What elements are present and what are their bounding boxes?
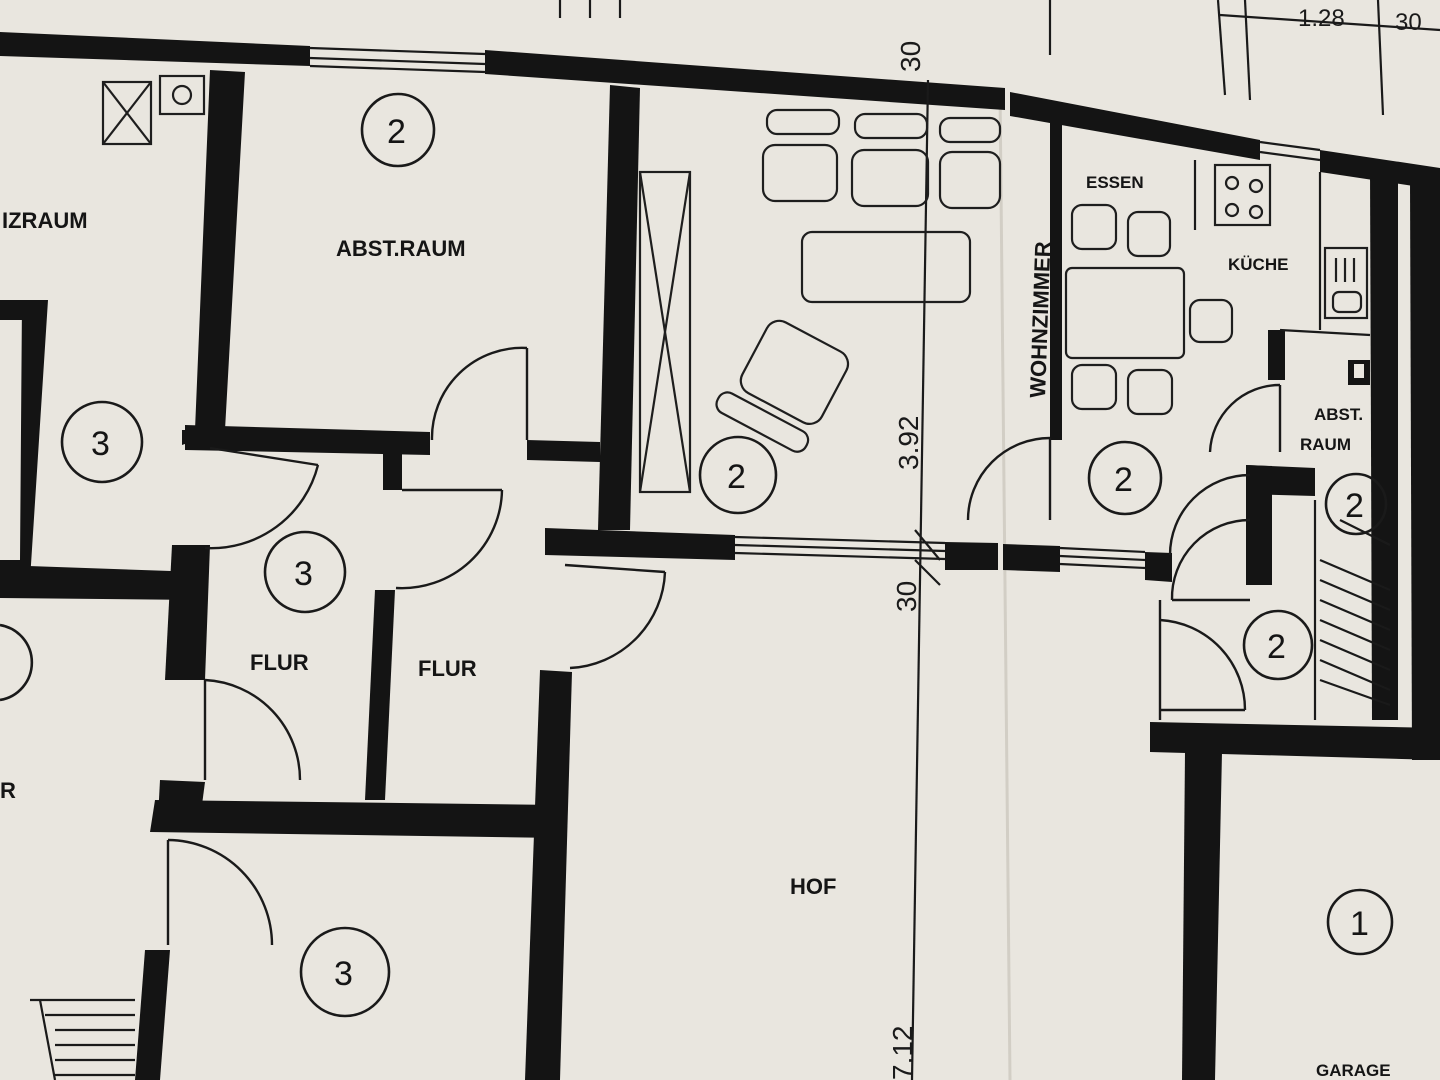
svg-text:1: 1 — [1350, 905, 1369, 943]
top-dimension-ticks — [558, 0, 1440, 116]
partial-marker-left — [0, 623, 34, 702]
marker-left-top: 3 — [60, 400, 144, 484]
svg-text:2: 2 — [1345, 487, 1364, 525]
room-label-abst-raum-right-1: ABST. — [1314, 405, 1363, 424]
dimension-7-12: 7.12 — [887, 1026, 918, 1080]
dimension-3-92: 3.92 — [893, 416, 924, 471]
staircase-bottom-left — [30, 998, 135, 1080]
sofa — [761, 108, 1002, 210]
room-label-abst-raum-right-2: RAUM — [1300, 435, 1351, 454]
marker-stair-bottom: 2 — [1242, 609, 1314, 681]
room-label-wohnzimmer: WOHNZIMMER — [1025, 241, 1055, 398]
svg-text:2: 2 — [727, 458, 746, 496]
armchair — [715, 319, 850, 453]
marker-left-bottom: 3 — [299, 926, 391, 1018]
room-label-essen: ESSEN — [1086, 173, 1144, 192]
walls — [0, 32, 1440, 1080]
svg-text:3: 3 — [294, 555, 313, 593]
cabinet-symbol — [638, 170, 692, 494]
dimension-30-corner: 30 — [1395, 9, 1422, 36]
room-label-abst-raum: ABST.RAUM — [336, 236, 466, 261]
svg-text:2: 2 — [1267, 628, 1286, 666]
marker-flur: 3 — [263, 530, 347, 614]
stove — [1213, 163, 1272, 227]
marker-abst: 2 — [360, 92, 436, 168]
marker-stair-top: 2 — [1324, 472, 1388, 536]
room-label-kueche: KÜCHE — [1228, 255, 1288, 274]
paper-fold-line — [998, 89, 1012, 1080]
dining-set — [1064, 203, 1234, 416]
room-label-flur-right: FLUR — [418, 656, 477, 681]
room-label-hof: HOF — [790, 874, 836, 899]
sink — [1323, 246, 1369, 320]
marker-wohn: 2 — [698, 435, 778, 515]
window-top — [309, 46, 486, 74]
dimension-line — [910, 79, 930, 1080]
room-label-flur-left: FLUR — [250, 650, 309, 675]
dimension-30-mid: 30 — [891, 581, 922, 612]
marker-garage: 1 — [1326, 888, 1394, 956]
room-label-garage: GARAGE — [1316, 1061, 1391, 1080]
dimension-30-top: 30 — [895, 41, 926, 72]
coffee-table — [800, 230, 972, 304]
svg-text:2: 2 — [387, 113, 406, 151]
patio-window — [734, 535, 1146, 570]
svg-text:3: 3 — [334, 955, 353, 993]
svg-text:3: 3 — [91, 425, 110, 463]
room-label-cut-left: R — [0, 778, 16, 803]
window-kitchen — [1259, 140, 1321, 162]
staircase — [1313, 500, 1391, 720]
room-label-heizraum: IZRAUM — [2, 208, 88, 233]
shaft-symbol — [101, 74, 206, 146]
svg-text:2: 2 — [1114, 461, 1133, 499]
marker-essen: 2 — [1087, 440, 1163, 516]
doors — [166, 346, 1282, 946]
dimension-1-28: 1.28 — [1298, 5, 1345, 32]
